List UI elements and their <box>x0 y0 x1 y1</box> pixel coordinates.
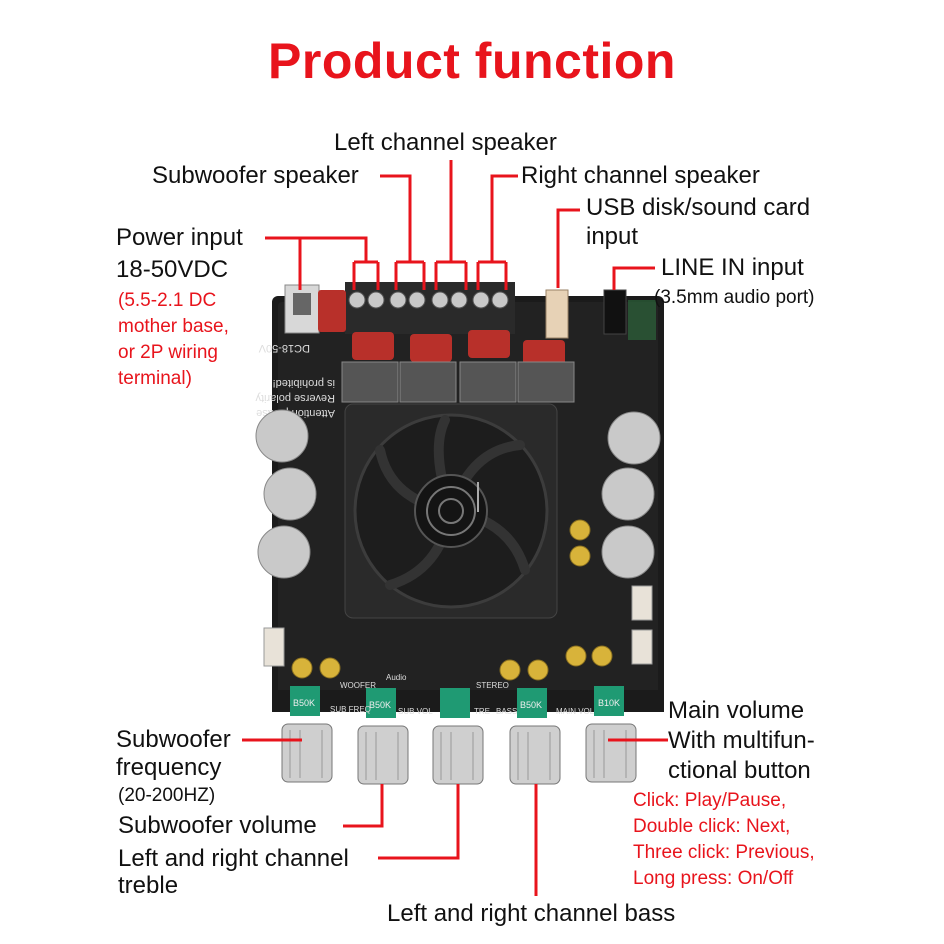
svg-text:Reverse polarity: Reverse polarity <box>255 392 335 404</box>
knobs <box>281 723 637 785</box>
main-volume-label: Main volume <box>668 697 805 724</box>
capacitors-left <box>255 409 317 579</box>
svg-text:B50K: B50K <box>369 700 391 710</box>
power-input-label: Power input <box>116 224 243 251</box>
svg-text:Audio: Audio <box>386 673 407 682</box>
svg-text:SUB VOL: SUB VOL <box>398 707 433 716</box>
usb-input-label: USB disk/sound card <box>586 194 811 221</box>
subwoofer-frequency-label-line2: frequency <box>116 754 222 781</box>
subwoofer-frequency-range: (20-200HZ) <box>118 785 216 806</box>
click-function-4: Long press: On/Off <box>633 868 794 889</box>
treble-label: Left and right channel <box>118 845 349 872</box>
svg-text:SUB FREQ: SUB FREQ <box>330 705 371 714</box>
power-note-2: mother base, <box>118 316 229 337</box>
svg-text:is prohibited!: is prohibited! <box>273 377 335 389</box>
subwoofer-speaker-label: Subwoofer speaker <box>152 162 359 189</box>
svg-text:B50K: B50K <box>293 698 315 708</box>
power-note-3: or 2P wiring <box>118 342 218 363</box>
capacitors-right <box>601 411 661 579</box>
usb-header <box>545 289 569 339</box>
dc-silk: DC18-50V <box>258 342 310 354</box>
right-channel-speaker-label: Right channel speaker <box>521 162 760 189</box>
usb-input-label-line2: input <box>586 223 639 250</box>
audio-jack <box>603 289 627 335</box>
line-in-label: LINE IN input <box>661 254 804 281</box>
svg-text:WOOFER: WOOFER <box>340 681 376 690</box>
left-channel-speaker-label: Left channel speaker <box>334 129 557 156</box>
svg-text:STEREO: STEREO <box>476 681 509 690</box>
svg-text:BASS: BASS <box>496 707 517 716</box>
click-function-2: Double click: Next, <box>633 816 791 837</box>
power-note-1: (5.5-2.1 DC <box>118 290 217 311</box>
main-volume-label-line3: ctional button <box>668 757 811 784</box>
treble-label-line2: treble <box>118 872 179 899</box>
potentiometers <box>290 686 624 718</box>
svg-text:TRE: TRE <box>474 707 490 716</box>
click-function-1: Click: Play/Pause, <box>633 790 787 811</box>
svg-text:MAIN VOL: MAIN VOL <box>556 707 595 716</box>
speaker-terminals <box>345 282 515 334</box>
line-in-note: (3.5mm audio port) <box>654 287 815 308</box>
page-title: Product function <box>268 33 676 89</box>
bass-label: Left and right channel bass <box>387 900 676 927</box>
svg-text:B50K: B50K <box>520 700 542 710</box>
svg-text:B10K: B10K <box>598 698 620 708</box>
power-voltage-label: 18-50VDC <box>116 256 229 283</box>
main-volume-label-line2: With multifun- <box>668 727 815 754</box>
subwoofer-frequency-label: Subwoofer <box>116 726 231 753</box>
power-note-4: terminal) <box>118 368 192 389</box>
subwoofer-volume-label: Subwoofer volume <box>118 812 317 839</box>
click-function-3: Three click: Previous, <box>633 842 815 863</box>
